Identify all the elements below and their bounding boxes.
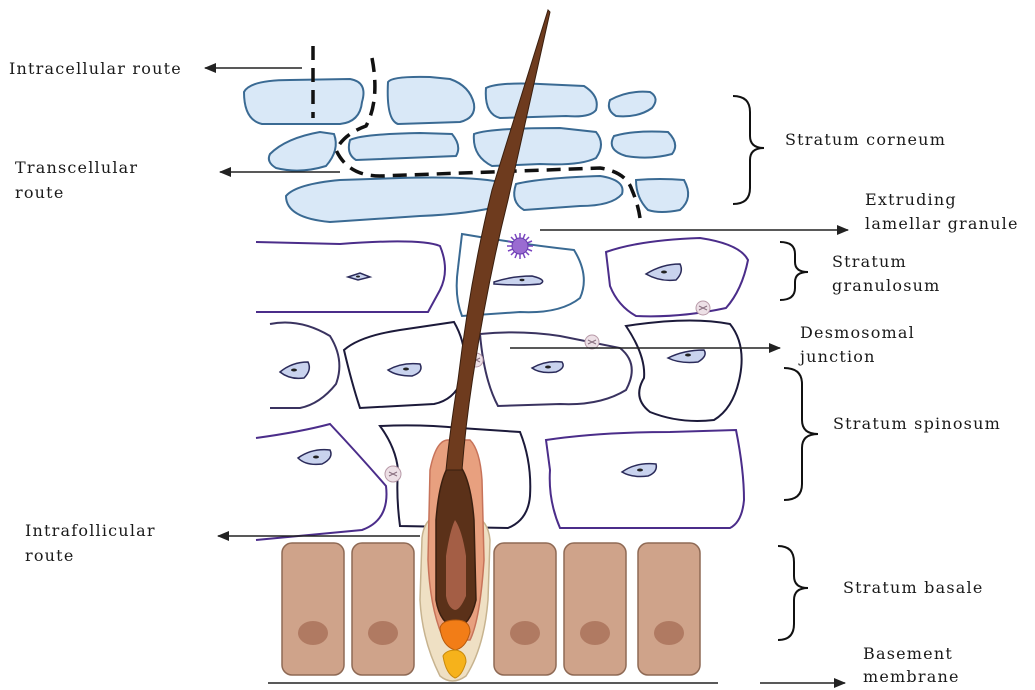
extruding-label-line1: Extruding bbox=[865, 189, 957, 211]
corneocyte bbox=[349, 133, 458, 160]
intrafollicular-route-label-line2: route bbox=[25, 545, 74, 567]
stratum-spinosum-cells bbox=[256, 320, 744, 540]
corneocyte bbox=[636, 179, 688, 212]
corneocyte bbox=[286, 178, 504, 223]
transcellular-route-label-line1: Transcellular bbox=[15, 157, 138, 179]
desmosome bbox=[385, 466, 401, 482]
spinous-cell bbox=[626, 320, 742, 421]
spinous-cell bbox=[256, 424, 387, 540]
spinosum-brace bbox=[784, 368, 818, 500]
desmosomal-junction-label-line2: junction bbox=[800, 346, 876, 368]
stratum-corneum-label: Stratum corneum bbox=[785, 129, 946, 151]
desmosomal-junction-label-line1: Desmosomal bbox=[800, 322, 915, 344]
spinous-cell bbox=[546, 430, 744, 528]
intracellular-route-label: Intracellular route bbox=[9, 58, 182, 80]
basal-cell bbox=[494, 543, 556, 675]
basement-membrane-label-line1: Basement bbox=[863, 643, 953, 665]
stratum-granulosum-label-line1: Stratum bbox=[832, 251, 907, 273]
layer-braces bbox=[733, 96, 818, 640]
stratum-granulosum-label-line2: granulosum bbox=[832, 275, 940, 297]
desmosome bbox=[585, 335, 599, 349]
basal-cell bbox=[638, 543, 700, 675]
desmosome bbox=[696, 301, 710, 315]
stratum-basale-cells bbox=[282, 543, 700, 675]
stratum-basale-label: Stratum basale bbox=[843, 577, 984, 599]
stratum-spinosum-label: Stratum spinosum bbox=[833, 413, 1001, 435]
basal-cell bbox=[564, 543, 626, 675]
intrafollicular-route-label-line1: Intrafollicular bbox=[25, 520, 156, 542]
stratum-corneum-cells bbox=[244, 77, 688, 222]
basement-membrane-label-line2: membrane bbox=[863, 666, 960, 688]
corneocyte bbox=[474, 128, 601, 166]
granulosum-brace bbox=[780, 242, 808, 300]
basal-cell bbox=[282, 543, 344, 675]
corneocyte bbox=[486, 84, 597, 119]
corneocyte bbox=[514, 176, 622, 210]
corneocyte bbox=[612, 132, 675, 158]
corneocyte bbox=[388, 77, 475, 124]
basal-cell bbox=[352, 543, 414, 675]
transcellular-route-label-line2: route bbox=[15, 182, 64, 204]
corneocyte bbox=[244, 79, 364, 124]
corneocyte bbox=[269, 132, 336, 171]
extruding-label-line2: lamellar granule bbox=[865, 213, 1019, 235]
corneocyte bbox=[609, 92, 656, 117]
basale-brace bbox=[778, 546, 808, 640]
corneum-brace bbox=[733, 96, 764, 204]
